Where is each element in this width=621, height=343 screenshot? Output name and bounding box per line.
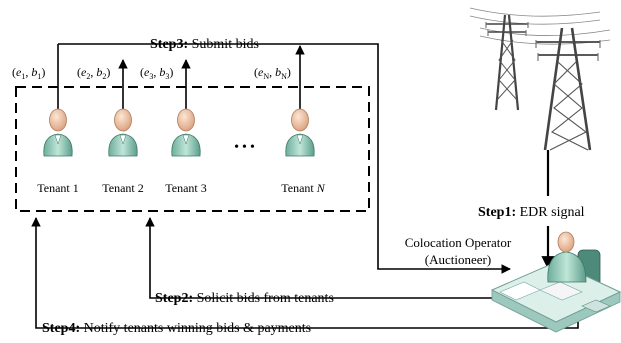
ellipsis: ••• <box>234 140 258 155</box>
person-icon <box>43 108 73 157</box>
tenant-2: Tenant 2 <box>102 108 144 195</box>
operator-desk-icon <box>490 231 621 333</box>
person-icon <box>285 108 315 157</box>
step3-connector <box>300 43 511 274</box>
step2-connector <box>145 217 498 299</box>
operator-title: Colocation Operator <box>405 235 512 250</box>
step4-label: Step4: Notify tenants winning bids & pay… <box>42 321 311 336</box>
power-tower-icon <box>469 7 611 151</box>
step1-label: Step1: EDR signal <box>478 205 585 220</box>
tenant-label: Tenant 1 <box>37 181 78 195</box>
tenant-1: Tenant 1 <box>37 108 79 195</box>
tenant-n: Tenant N <box>281 108 326 195</box>
tenant-label: Tenant 2 <box>102 181 143 195</box>
bid-arrows <box>57 43 305 115</box>
bid-label-3: (e3, b3) <box>140 65 173 81</box>
tenant-group-box <box>15 86 370 212</box>
step3-label: Step3: Submit bids <box>150 37 259 52</box>
bid-label-1: (e1, b1) <box>12 65 45 81</box>
step2-label: Step2: Solicit bids from tenants <box>155 291 334 306</box>
bid-label-2: (e2, b2) <box>77 65 110 81</box>
bid-label-n: (eN, bN) <box>254 65 291 81</box>
tenant-3: Tenant 3 <box>165 108 207 195</box>
operator-role: (Auctioneer) <box>425 252 491 267</box>
person-icon <box>108 108 138 157</box>
person-icon <box>171 108 201 157</box>
tenant-label: Tenant N <box>281 181 325 195</box>
tenant-label: Tenant 3 <box>165 181 206 195</box>
